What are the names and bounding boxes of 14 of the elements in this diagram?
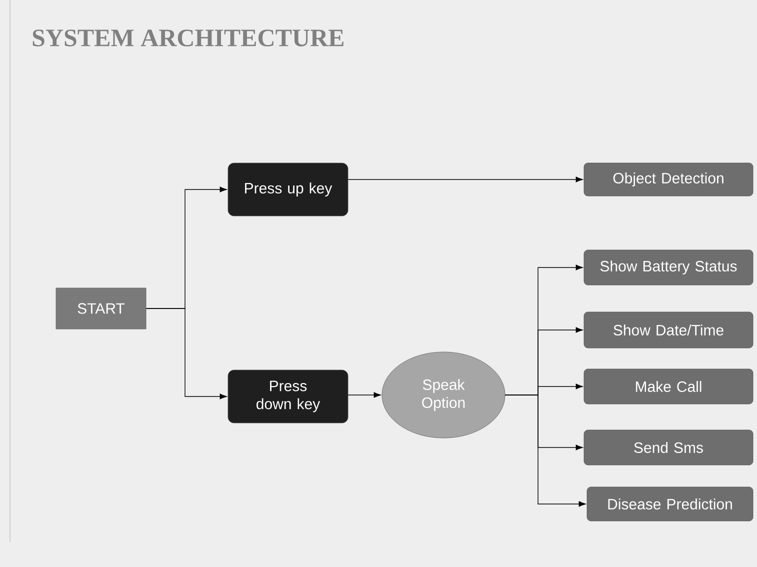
output-box: Make Call [584,368,754,404]
arrow [348,392,381,398]
start-box: START [56,288,146,330]
output-box: Show Battery Status [584,250,754,286]
output-box: Disease Prediction [586,486,754,522]
output-box: Object Detection [584,162,754,196]
arrow [504,394,586,507]
key-box: Press down key [228,370,348,424]
output-box: Send Sms [584,430,754,466]
output-box: Show Date/Time [584,312,754,348]
arrow [348,176,583,182]
key-box: Press up key [228,162,348,216]
title: SYSTEM ARCHITECTURE [32,30,344,46]
arrow [146,308,227,400]
